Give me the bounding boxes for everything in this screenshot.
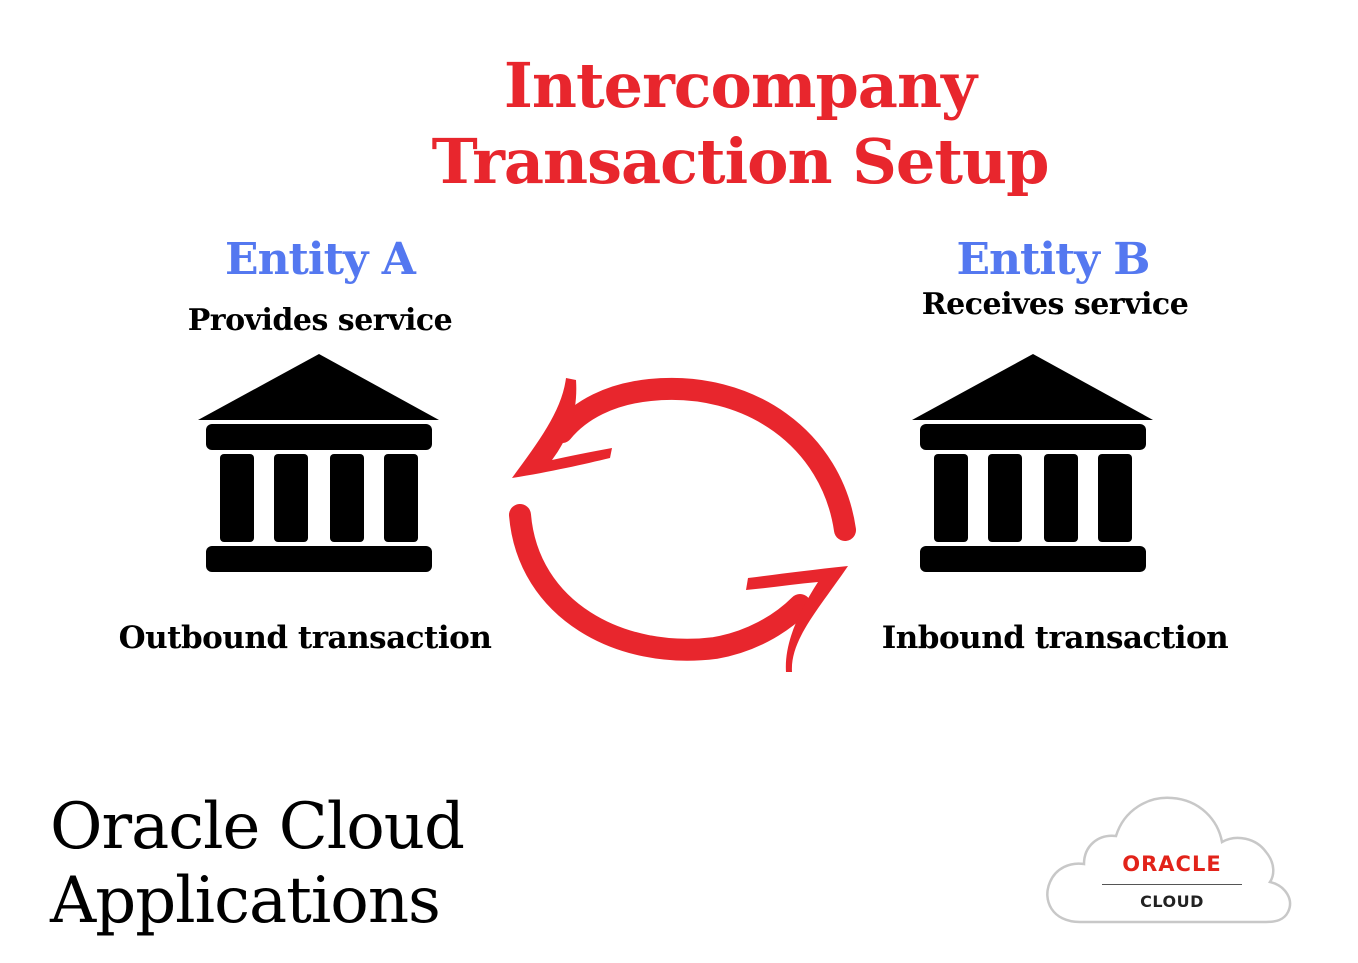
brand-text: Oracle Cloud Applications	[50, 790, 465, 938]
entity-b-name: Entity B	[956, 234, 1151, 285]
logo-divider	[1102, 884, 1242, 885]
cloud-icon	[1046, 796, 1292, 924]
entity-a-role: Provides service	[187, 303, 453, 338]
bank-building-icon	[198, 354, 439, 572]
cloud-logo-text: CLOUD	[1140, 892, 1204, 911]
bank-building-icon	[912, 354, 1153, 572]
entity-a-name: Entity A	[225, 234, 416, 285]
oracle-logo-text: ORACLE	[1122, 852, 1222, 876]
inbound-transaction-label: Inbound transaction	[881, 620, 1229, 656]
oracle-cloud-logo: ORACLE CLOUD	[1040, 790, 1294, 926]
outbound-transaction-label: Outbound transaction	[118, 620, 492, 656]
entity-b-role: Receives service	[921, 287, 1189, 322]
circular-arrows-icon	[509, 377, 856, 672]
page-title: Intercompany Transaction Setup	[431, 49, 1050, 198]
